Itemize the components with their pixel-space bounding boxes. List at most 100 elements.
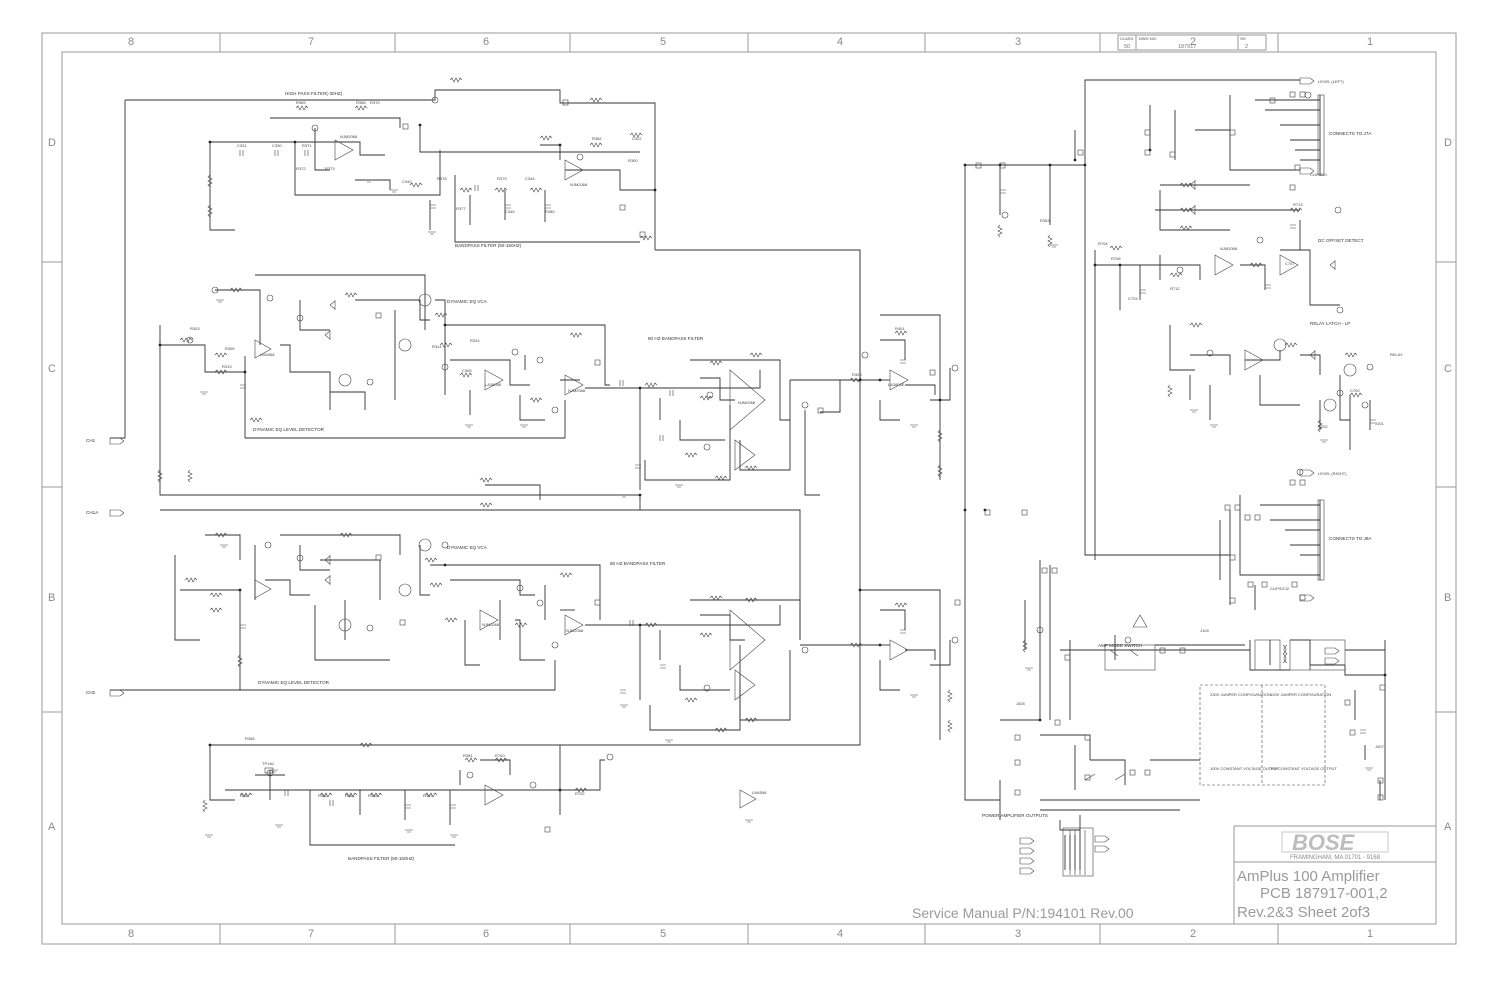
opamp-label: NJM2068 xyxy=(1220,246,1238,251)
part-c344: C344 xyxy=(525,176,535,181)
part-r313: R313 xyxy=(222,364,232,369)
zone-ticks xyxy=(42,33,1456,944)
label-clip-2: CLIP/DCI2 xyxy=(1270,586,1290,591)
part-c331: C331 xyxy=(237,143,247,148)
part-r357: R357 xyxy=(240,793,250,798)
part-c305: C305 xyxy=(462,368,472,373)
label-cfg-120: 120V JUMPER CONFIGURATION xyxy=(1270,692,1331,697)
class-label: CLASS xyxy=(1120,36,1133,41)
zone-column-4-top: 4 xyxy=(837,36,843,48)
section-labels: HIGH PASS FILTER(-30HZ) BANDPASS FILTER … xyxy=(86,79,1403,861)
title-block: BOSE FRAMINGHAM, MA 01701 - 9168 AmPlus … xyxy=(912,825,1437,925)
part-r360: R360 xyxy=(318,793,328,798)
part-r353: R353 xyxy=(1040,218,1050,223)
sheet-info: Rev.2&3 Sheet 2of3 xyxy=(1237,904,1370,921)
pcb-number: PCB 187917-001,2 xyxy=(1260,885,1388,902)
product-title: AmPlus 100 Amplifier xyxy=(1237,868,1380,885)
opamp-label: NJM2068 xyxy=(568,388,586,393)
label-connects-j8a: CONNECTS TO J8A xyxy=(1329,536,1372,541)
part-r324: R324 xyxy=(470,338,480,343)
port-tp: TP140 xyxy=(262,761,275,766)
port-ch2: CH2 xyxy=(86,690,96,695)
part-r382: R382 xyxy=(592,136,602,141)
zone-column-6-top: 6 xyxy=(483,36,489,48)
zone-column-1-top: 1 xyxy=(1367,36,1373,48)
zone-column-8-bottom: 8 xyxy=(128,928,134,940)
part-r368: R368 xyxy=(356,100,366,105)
zone-column-7-top: 7 xyxy=(308,36,314,48)
outer-frame xyxy=(41,32,1457,945)
location: FRAMINGHAM, MA 01701 - 9168 xyxy=(1290,855,1381,861)
part-c345: C345 xyxy=(505,209,515,214)
zone-row-D-right: D xyxy=(1444,137,1452,149)
part-r700: R700 xyxy=(495,753,505,758)
label-dyn-eq-level-2: DYNAMIC EQ LEVEL DETECTOR xyxy=(258,680,330,685)
zone-row-C-right: C xyxy=(1444,363,1452,375)
zone-row-A-left: A xyxy=(48,821,56,833)
label-dyn-eq-level-1: DYNAMIC EQ LEVEL DETECTOR xyxy=(253,427,325,432)
opamp-label: LA3806E xyxy=(485,382,502,387)
part-r369: R369 xyxy=(296,100,306,105)
part-r380: R380 xyxy=(545,209,555,214)
label-80hz-bp-2: 80 HZ BANDPASS FILTER xyxy=(610,561,666,566)
zone-column-3-bottom: 3 xyxy=(1015,928,1021,940)
drawing-number: 187917 xyxy=(1178,44,1196,50)
node-boxes xyxy=(264,91,1386,833)
opamp-label: LM4558 xyxy=(260,352,275,357)
port-ch1a: CH1A xyxy=(86,510,99,515)
part-r325: R325 xyxy=(852,372,862,377)
zone-row-C-left: C xyxy=(48,363,56,375)
zone-row-B-left: B xyxy=(48,592,55,604)
port-ch1: CH1 xyxy=(86,438,96,443)
part-r370: R370 xyxy=(370,100,380,105)
part-r401: R401 xyxy=(895,326,905,331)
opamp-label: NJM2068 xyxy=(738,400,756,405)
label-bandpass-top: BANDPASS FILTER (50-150HZ) xyxy=(455,243,522,248)
label-const-70v: 70V CONSTANT VOLTAGE OUTPUT xyxy=(1270,766,1337,771)
part-c707: C707 xyxy=(1285,261,1295,266)
part-r712: R712 xyxy=(1170,286,1180,291)
part-r361: R361 xyxy=(345,793,355,798)
zone-column-6-bottom: 6 xyxy=(483,928,489,940)
part-c330: C330 xyxy=(272,143,282,148)
part-r356: R356 xyxy=(245,736,255,741)
opamp-label: NJM2068 xyxy=(482,622,500,627)
part-r376: R376 xyxy=(437,176,447,181)
label-dyn-eq-vca-1: DYNAMIC EQ VCA xyxy=(447,299,488,304)
part-r300: R300 xyxy=(628,158,638,163)
dwg-label: DWG NO. xyxy=(1139,36,1157,41)
zone-row-A-right: A xyxy=(1444,821,1452,833)
zone-column-2-top: 2 xyxy=(1190,36,1196,48)
label-relay-latch: RELAY LATCH - LP xyxy=(1310,321,1350,326)
part-j405: J405 xyxy=(1016,701,1025,706)
part-r363: R363 xyxy=(368,793,378,798)
zone-column-1-bottom: 1 xyxy=(1367,928,1373,940)
wiring xyxy=(110,79,1386,870)
zone-column-4-bottom: 4 xyxy=(837,928,843,940)
opamp-label: LA3806E xyxy=(888,382,905,387)
opamp-label: NJM2068 xyxy=(340,134,358,139)
part-r314: R314 xyxy=(432,344,442,349)
label-bandpass-bottom: BANDPASS FILTER (50-150HZ) xyxy=(348,856,415,861)
zone-column-7-bottom: 7 xyxy=(308,928,314,940)
part-r381: R381 xyxy=(463,753,473,758)
label-amp-mode: AMP MODE SWITCH xyxy=(1098,643,1142,648)
label-relay: RELAY xyxy=(1390,352,1403,357)
part-c703: C703 xyxy=(1128,296,1138,301)
label-cfg-230: 230V JUMPER CONFIGURATION xyxy=(1210,692,1271,697)
zone-column-5-top: 5 xyxy=(660,36,666,48)
drawing-number-box: CLASS 50 DWG NO. 187917 SH 2 xyxy=(1117,34,1267,51)
sh-label: SH xyxy=(1240,36,1246,41)
part-r371: R371 xyxy=(302,143,312,148)
label-level-right: LEVEL (RIGHT) xyxy=(1318,471,1347,476)
opamp-label: LM4558 xyxy=(752,790,767,795)
bose-logo-box xyxy=(1281,831,1389,853)
part-c700: C700 xyxy=(1350,388,1360,393)
part-c322: C322 xyxy=(632,136,642,141)
zone-column-8-top: 8 xyxy=(128,36,134,48)
opamp-label: NJM2068 xyxy=(570,182,588,187)
part-c342: C342 xyxy=(402,179,412,184)
zone-column-5-bottom: 5 xyxy=(660,928,666,940)
